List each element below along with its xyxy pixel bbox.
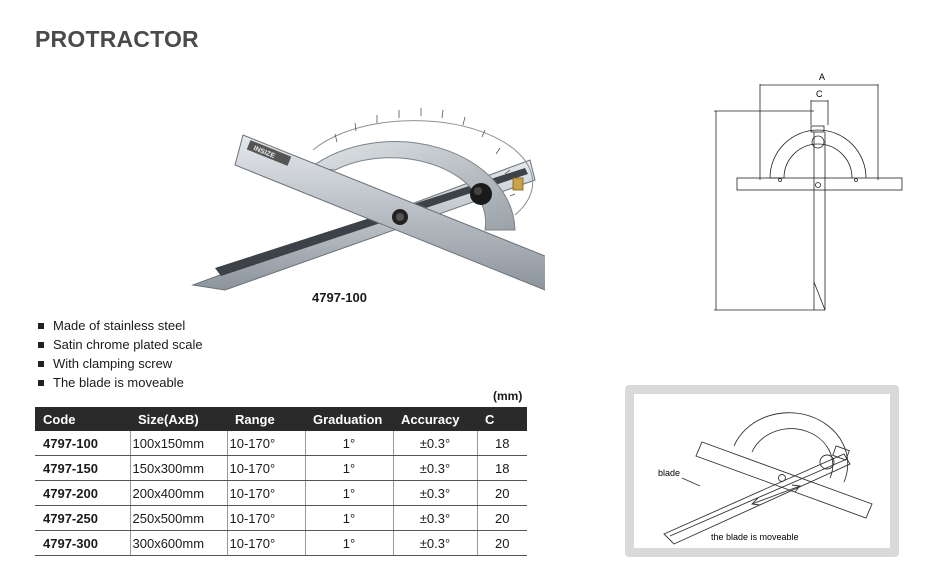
page-title: PROTRACTOR	[35, 26, 199, 52]
cell-graduation: 1°	[304, 505, 393, 531]
table-row: 4797-250 250x500mm 10-170° 1° ±0.3° 20	[35, 505, 527, 531]
header-c: C	[477, 407, 527, 431]
cell-size: 250x500mm	[129, 505, 227, 531]
moveable-label: the blade is moveable	[711, 532, 799, 542]
cell-size: 150x300mm	[129, 455, 227, 481]
cell-c: 18	[476, 431, 527, 456]
cell-code: 4797-200	[35, 480, 130, 506]
bullet-icon	[38, 341, 44, 348]
table-header-row: Code Size(AxB) Range Graduation Accuracy…	[35, 407, 527, 431]
feature-item: With clamping screw	[38, 354, 203, 373]
cell-code: 4797-250	[35, 505, 130, 531]
cell-graduation: 1°	[304, 480, 393, 506]
header-accuracy: Accuracy	[393, 407, 477, 431]
unit-label: (mm)	[493, 389, 523, 403]
feature-list: Made of stainless steel Satin chrome pla…	[38, 316, 203, 392]
cell-c: 20	[476, 505, 527, 531]
inset-panel: blade the blade is moveable	[625, 385, 899, 557]
table-row: 4797-150 150x300mm 10-170° 1° ±0.3° 18	[35, 455, 527, 481]
cell-range: 10-170°	[226, 505, 305, 531]
cell-code: 4797-150	[35, 455, 130, 481]
header-code: Code	[35, 407, 130, 431]
protractor-photo: INSIZE	[191, 108, 545, 291]
bullet-icon	[38, 360, 44, 367]
moveable-blade-illustration: blade the blade is moveable	[658, 412, 873, 545]
cell-graduation: 1°	[304, 431, 393, 456]
cell-range: 10-170°	[226, 480, 305, 506]
blade-label: blade	[658, 468, 680, 478]
dim-b-label: B	[710, 208, 712, 214]
cell-accuracy: ±0.3°	[392, 530, 477, 556]
technical-drawing: A C B	[710, 72, 903, 311]
cell-size: 200x400mm	[129, 480, 227, 506]
photo-caption: 4797-100	[312, 290, 367, 305]
cell-code: 4797-300	[35, 530, 130, 556]
spec-table: Code Size(AxB) Range Graduation Accuracy…	[35, 407, 527, 556]
cell-graduation: 1°	[304, 530, 393, 556]
header-size: Size(AxB)	[130, 407, 227, 431]
table-row: 4797-300 300x600mm 10-170° 1° ±0.3° 20	[35, 530, 527, 556]
cell-size: 300x600mm	[129, 530, 227, 556]
cell-accuracy: ±0.3°	[392, 505, 477, 531]
cell-c: 18	[476, 455, 527, 481]
inset-drawing-area: blade the blade is moveable	[634, 394, 890, 548]
feature-item: Made of stainless steel	[38, 316, 203, 335]
cell-code: 4797-100	[35, 431, 130, 456]
header-range: Range	[227, 407, 305, 431]
dim-c-label: C	[816, 89, 823, 99]
cell-accuracy: ±0.3°	[392, 455, 477, 481]
bullet-icon	[38, 379, 44, 386]
cell-c: 20	[476, 480, 527, 506]
bullet-icon	[38, 322, 44, 329]
table-row: 4797-100 100x150mm 10-170° 1° ±0.3° 18	[35, 431, 527, 456]
cell-range: 10-170°	[226, 530, 305, 556]
feature-item: Satin chrome plated scale	[38, 335, 203, 354]
feature-item: The blade is moveable	[38, 373, 203, 392]
dim-a-label: A	[819, 72, 825, 82]
cell-c: 20	[476, 530, 527, 556]
cell-accuracy: ±0.3°	[392, 431, 477, 456]
header-graduation: Graduation	[305, 407, 393, 431]
cell-graduation: 1°	[304, 455, 393, 481]
cell-accuracy: ±0.3°	[392, 480, 477, 506]
table-row: 4797-200 200x400mm 10-170° 1° ±0.3° 20	[35, 480, 527, 506]
cell-range: 10-170°	[226, 431, 305, 456]
cell-range: 10-170°	[226, 455, 305, 481]
cell-size: 100x150mm	[129, 431, 227, 456]
